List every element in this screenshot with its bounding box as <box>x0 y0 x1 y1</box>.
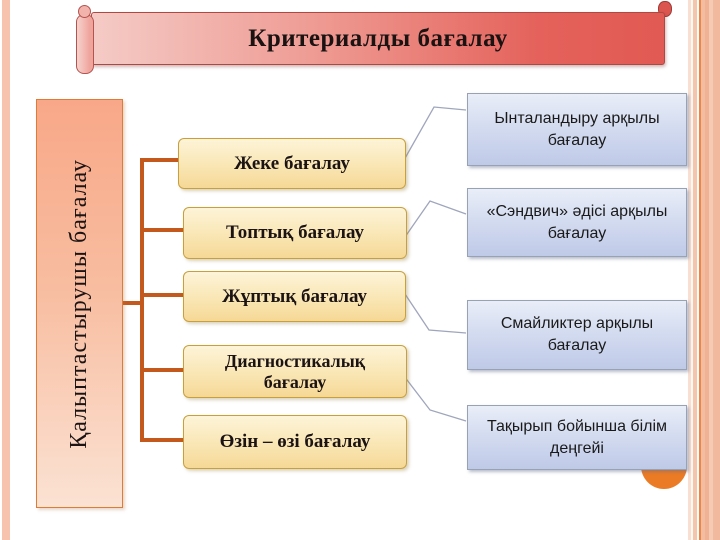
title-banner: Критериалды бағалау <box>91 12 665 65</box>
bracket-stub-4 <box>140 368 183 372</box>
left-border-stripe <box>2 0 10 540</box>
assessment-type-box-diagnostic: Диагностикалық бағалау <box>183 345 407 398</box>
scroll-left-curl-icon <box>76 14 94 74</box>
bracket-feeder-line <box>121 301 142 305</box>
assessment-type-box-individual: Жеке бағалау <box>178 138 406 189</box>
assessment-type-box-self: Өзін – өзі бағалау <box>183 415 407 469</box>
slide-title: Критериалды бағалау <box>248 24 508 52</box>
bracket-stub-1 <box>140 158 178 162</box>
method-label: «Сэндвич» әдісі арқылы бағалау <box>486 202 668 242</box>
connector-line-3 <box>402 290 467 334</box>
right-border-stripes <box>688 0 720 540</box>
method-label: Смайликтер арқылы бағалау <box>500 315 654 354</box>
method-box-motivation: Ынталандыру арқылы бағалау <box>467 93 687 166</box>
connector-line-4 <box>403 375 467 422</box>
method-box-smiley: Смайликтер арқылы бағалау <box>467 300 687 370</box>
bracket-vertical-line <box>140 158 144 442</box>
scroll-left-knob-icon <box>78 5 91 18</box>
assessment-type-label: Жеке бағалау <box>234 152 350 174</box>
method-label: Тақырып бойынша білім деңгейі <box>486 417 668 457</box>
formative-assessment-category-box: Қалыптастырушы бағалау <box>36 99 123 508</box>
method-box-sandwich: «Сэндвич» әдісі арқылы бағалау <box>467 188 687 257</box>
assessment-type-label: Диагностикалық бағалау <box>224 350 366 392</box>
connector-line-2 <box>404 200 467 238</box>
category-label: Қалыптастырушы бағалау <box>66 158 92 449</box>
assessment-type-label: Өзін – өзі бағалау <box>219 431 371 453</box>
assessment-type-box-group: Топтық бағалау <box>183 207 407 259</box>
bracket-stub-2 <box>140 228 183 232</box>
assessment-type-label: Жұптық бағалау <box>221 285 368 307</box>
bracket-stub-3 <box>140 293 183 297</box>
assessment-type-label: Топтық бағалау <box>225 222 365 244</box>
bracket-stub-5 <box>140 438 183 442</box>
method-label: Ынталандыру арқылы бағалау <box>494 109 660 149</box>
method-box-knowledge-level: Тақырып бойынша білім деңгейі <box>467 405 687 470</box>
assessment-type-box-pair: Жұптық бағалау <box>183 271 406 322</box>
connector-line-1 <box>403 106 467 161</box>
